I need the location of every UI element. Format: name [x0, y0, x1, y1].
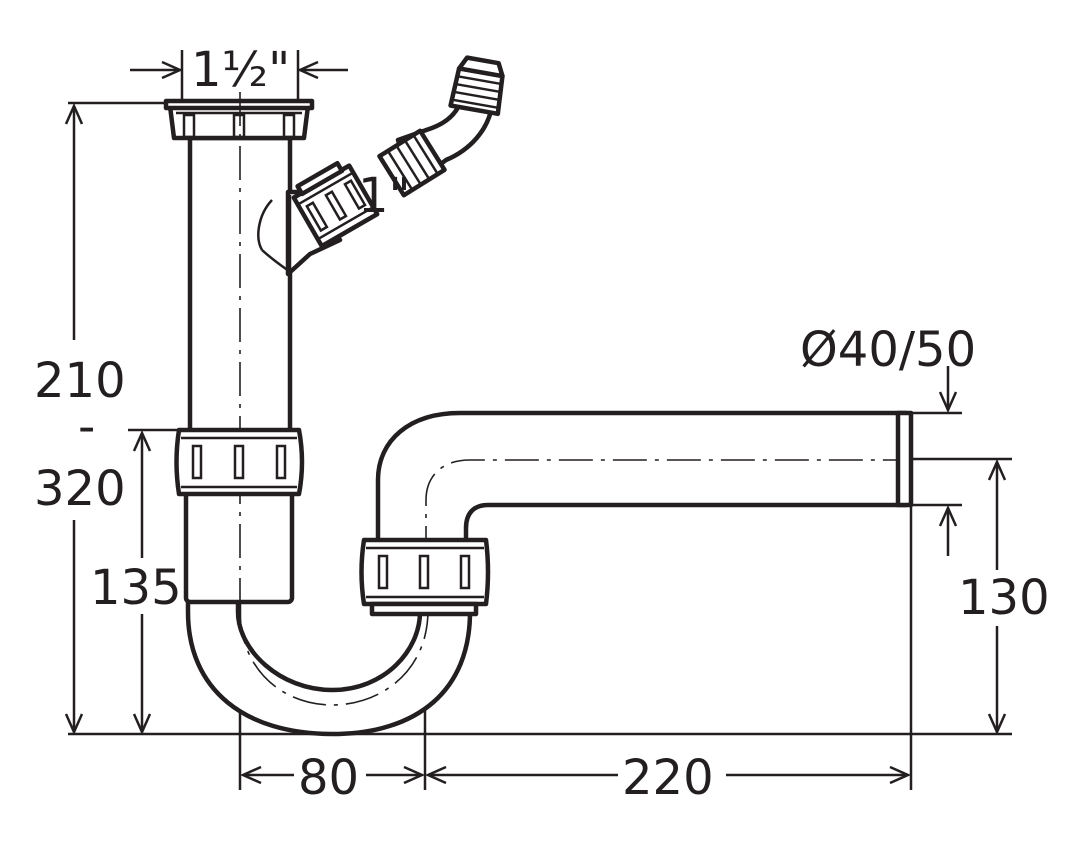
- outlet-end-ring: [895, 410, 914, 508]
- outlet-length-label: 220: [622, 750, 714, 806]
- inlet-diameter-label: 1½": [191, 42, 290, 98]
- outlet-centerline: [425, 459, 900, 560]
- top-nut: [167, 103, 311, 141]
- outlet-diameter-label: Ø40/50: [800, 322, 976, 378]
- dim-total-height: 210 - 320: [28, 102, 126, 736]
- lower-tube: [183, 487, 295, 605]
- dim-inlet-diameter: 1½": [130, 42, 348, 100]
- total-height-dash: -: [78, 399, 95, 455]
- dim-trap-width: 80: [239, 750, 426, 806]
- trap-bend: [185, 595, 473, 737]
- outlet-nut-body: [359, 537, 491, 607]
- total-height-top-label: 210: [34, 353, 126, 409]
- side-inlet-label: 1": [358, 168, 411, 224]
- trap-width-label: 80: [298, 750, 359, 806]
- hose-connector: [377, 55, 505, 198]
- dim-outlet-length: 220: [424, 750, 912, 806]
- seal-height-label: 135: [90, 560, 182, 616]
- mid-union-nut: [174, 427, 305, 497]
- dim-seal-height: 135: [90, 429, 182, 736]
- outlet-union-nut: [359, 537, 491, 617]
- outlet-elbow: [375, 410, 909, 548]
- inlet-tube: [163, 92, 343, 620]
- u-bend-centerline: [239, 609, 429, 706]
- outlet-height-label: 130: [958, 570, 1050, 626]
- outlet-pipe: [375, 410, 914, 560]
- side-inlet-nut: [291, 160, 380, 249]
- dim-outlet-height: 130: [955, 458, 1050, 736]
- mid-nut-body: [174, 427, 305, 497]
- dim-outlet-diameter: Ø40/50: [800, 322, 976, 556]
- total-height-bottom-label: 320: [34, 461, 126, 517]
